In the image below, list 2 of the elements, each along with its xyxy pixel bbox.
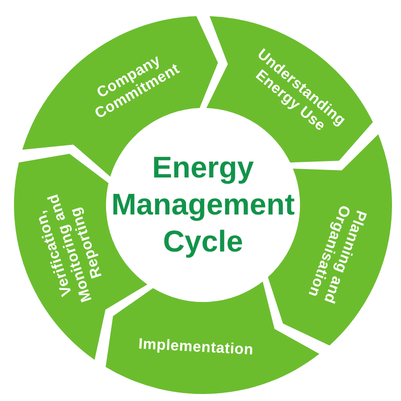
segment-label: Implementation bbox=[136, 334, 254, 359]
center-title: Energy Management Cycle bbox=[110, 150, 296, 260]
